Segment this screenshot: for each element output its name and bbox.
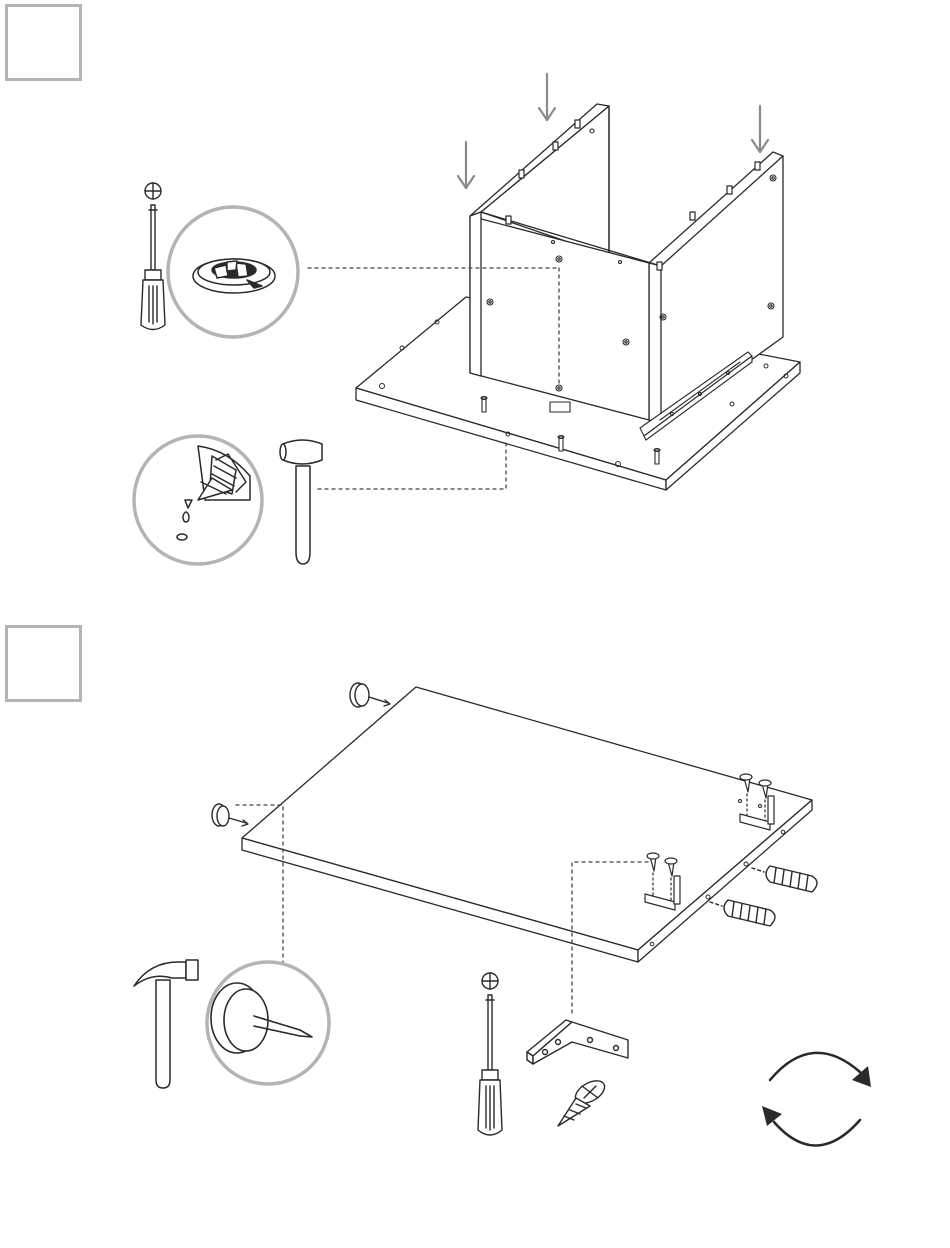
- nail-glide-left: [212, 804, 248, 826]
- wood-screw: [558, 1076, 608, 1126]
- claw-hammer-icon: [134, 960, 198, 1088]
- wooden-dowel: [752, 866, 817, 892]
- phillips-screwdriver-icon: [141, 183, 165, 330]
- down-arrows: [458, 74, 768, 188]
- phillips-screwdriver-icon: [478, 973, 502, 1135]
- mallet-icon: [280, 440, 322, 564]
- top-panel: [242, 687, 812, 962]
- angle-bracket: [527, 1020, 628, 1064]
- nail-glide-top: [350, 683, 390, 707]
- glue-detail: [134, 436, 262, 564]
- down-arrow-icon: [458, 142, 474, 188]
- rotate-icon: [762, 1053, 871, 1146]
- down-arrow-icon: [752, 106, 768, 152]
- cam-lock-detail: [168, 207, 298, 337]
- bottom-bracket: [550, 402, 570, 412]
- wooden-dowel: [710, 900, 775, 926]
- cam-lock-icon: [193, 259, 275, 293]
- nail-glide-detail: [207, 962, 329, 1084]
- down-arrow-icon: [539, 74, 555, 120]
